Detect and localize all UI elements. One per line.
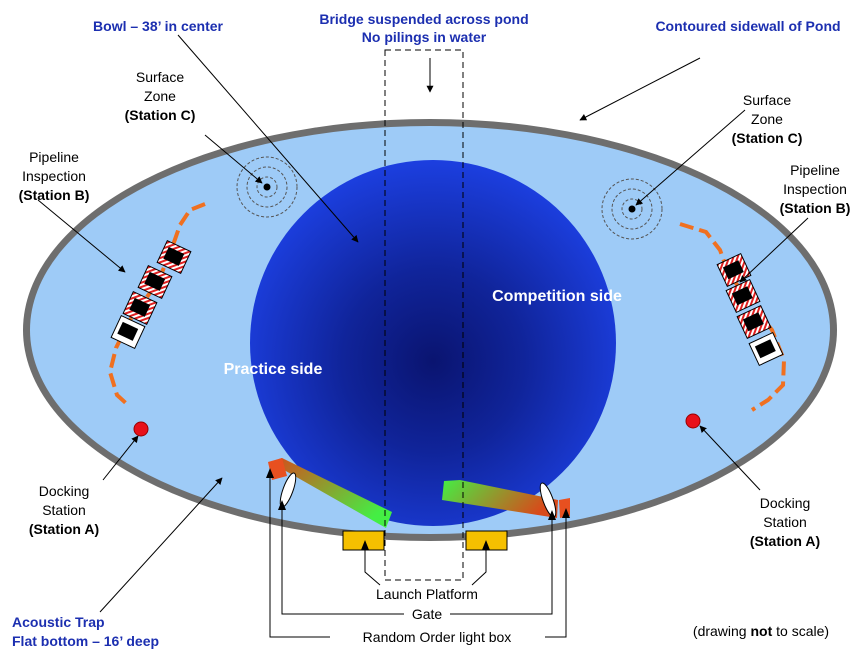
light-box-label: Random Order light box xyxy=(363,629,512,645)
pipeline-segment-icon xyxy=(748,331,784,367)
center-bowl xyxy=(250,160,616,526)
pipeline-segment-icon xyxy=(156,239,192,275)
docking-station-marker-icon xyxy=(685,413,701,429)
pipeline-right-line3: (Station B) xyxy=(780,200,851,216)
pipeline-right-line1: Pipeline xyxy=(790,162,840,178)
bridge-label-line2: No pilings in water xyxy=(362,29,487,45)
gate-label: Gate xyxy=(412,606,443,622)
surface-zone-left-line2: Zone xyxy=(144,88,176,104)
docking-station-marker-icon xyxy=(133,421,149,437)
pipeline-segment-icon xyxy=(137,264,173,300)
launch-platform-label: Launch Platform xyxy=(376,586,478,602)
pipeline-left-line1: Pipeline xyxy=(29,149,79,165)
surface-zone-target-icon xyxy=(236,156,298,218)
acoustic-trap-line2: Flat bottom – 16’ deep xyxy=(12,633,159,649)
pipeline-segment-icon xyxy=(736,304,772,340)
sidewall-label: Contoured sidewall of Pond xyxy=(655,18,840,34)
scale-note: (drawing not to scale) xyxy=(693,623,829,639)
surface-zone-left-line3: (Station C) xyxy=(125,107,196,123)
surface-zone-right-line3: (Station C) xyxy=(732,130,803,146)
acoustic-trap-line1: Acoustic Trap xyxy=(12,614,105,630)
bottom-callout-lines xyxy=(269,475,567,638)
bowl-label: Bowl – 38’ in center xyxy=(93,18,223,34)
pipeline-right-line2: Inspection xyxy=(783,181,847,197)
bridge-label-line1: Bridge suspended across pond xyxy=(319,11,528,27)
docking-left-line2: Station xyxy=(42,502,86,518)
competition-side-label: Competition side xyxy=(492,288,622,305)
pipeline-segment-icon xyxy=(122,290,158,326)
bridge-outline xyxy=(384,49,464,581)
docking-right-line2: Station xyxy=(763,514,807,530)
surface-zone-left-line1: Surface xyxy=(136,69,184,85)
surface-zone-right-line1: Surface xyxy=(743,92,791,108)
bottom-callout-arrowheads xyxy=(266,468,570,550)
pipeline-segment-icon xyxy=(725,278,761,314)
practice-side-label: Practice side xyxy=(224,361,323,378)
docking-left-line1: Docking xyxy=(39,483,90,499)
light-beam-left xyxy=(270,458,392,528)
pipeline-left-line3: (Station B) xyxy=(19,187,90,203)
pipeline-segment-icon xyxy=(110,314,146,350)
docking-right-line3: (Station A) xyxy=(750,533,820,549)
callout-lines xyxy=(37,34,809,613)
surface-zone-right-line2: Zone xyxy=(751,111,783,127)
pipeline-left-line2: Inspection xyxy=(22,168,86,184)
docking-right-line1: Docking xyxy=(760,495,811,511)
surface-zone-target-icon xyxy=(601,178,663,240)
light-beam-right xyxy=(442,480,558,518)
pipeline-left xyxy=(107,202,206,407)
docking-left-line3: (Station A) xyxy=(29,521,99,537)
random-order-light-box-left xyxy=(268,458,287,480)
